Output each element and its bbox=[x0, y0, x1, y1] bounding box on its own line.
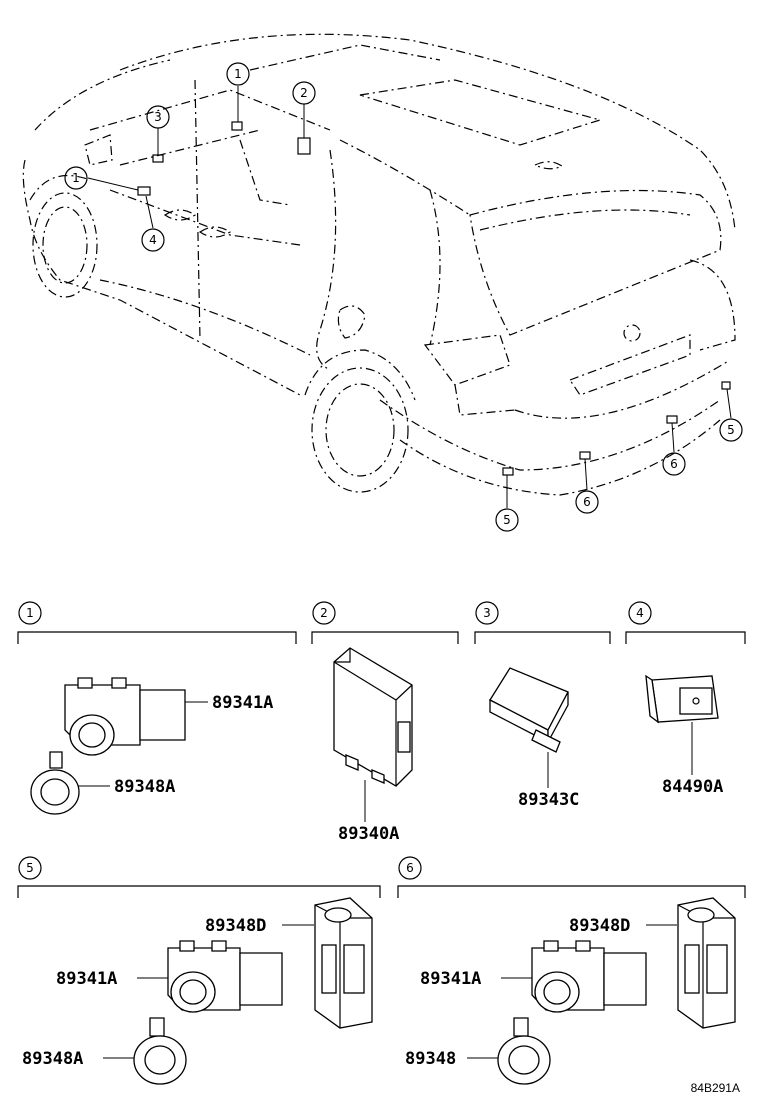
part-number-label[interactable]: 84490A bbox=[662, 777, 723, 797]
vehicle-callout: 2 bbox=[292, 81, 316, 105]
group-bracket bbox=[17, 885, 381, 898]
diagram-code: 84B291A bbox=[691, 1081, 740, 1095]
switch-illustration bbox=[645, 674, 719, 724]
part-number-label[interactable]: 89348 bbox=[405, 1049, 456, 1069]
part-number-label[interactable]: 89348A bbox=[114, 777, 175, 797]
part-number-label[interactable]: 89348D bbox=[205, 916, 266, 936]
group-number: 6 bbox=[406, 861, 414, 875]
ultrasonic-sensor-illustration bbox=[167, 940, 283, 1013]
sensor-retainer-illustration bbox=[497, 1017, 551, 1085]
ultrasonic-sensor-illustration bbox=[64, 677, 186, 756]
group-number: 1 bbox=[26, 606, 34, 620]
part-number-label[interactable]: 89341A bbox=[212, 693, 273, 713]
svg-text:1: 1 bbox=[234, 67, 242, 81]
svg-text:2: 2 bbox=[300, 86, 308, 100]
group-number: 4 bbox=[636, 606, 644, 620]
group-bracket bbox=[625, 631, 746, 644]
sensor-holder-illustration bbox=[677, 897, 736, 1029]
group-1: 1 89341A 89348A bbox=[17, 601, 297, 815]
vehicle-callout: 1 bbox=[226, 62, 250, 86]
group-number: 2 bbox=[320, 606, 328, 620]
svg-text:4: 4 bbox=[149, 233, 157, 247]
part-number-label[interactable]: 89341A bbox=[56, 969, 117, 989]
group-5: 5 89348D 89341A 89348A bbox=[17, 856, 381, 1085]
vehicle-callout: 6 bbox=[662, 452, 686, 476]
svg-text:1: 1 bbox=[72, 171, 80, 185]
control-ecu-illustration bbox=[333, 647, 413, 787]
group-bracket bbox=[311, 631, 459, 644]
svg-text:6: 6 bbox=[670, 457, 678, 471]
vehicle-callout-leaders bbox=[87, 86, 732, 508]
part-number-label[interactable]: 89343C bbox=[518, 790, 579, 810]
vehicle-callout: 6 bbox=[575, 490, 599, 514]
sensor-holder-illustration bbox=[314, 897, 373, 1029]
svg-text:3: 3 bbox=[154, 110, 162, 124]
sensor-module-illustration bbox=[489, 667, 569, 753]
part-number-label[interactable]: 89348D bbox=[569, 916, 630, 936]
ultrasonic-sensor-illustration bbox=[531, 940, 647, 1013]
part-number-label[interactable]: 89340A bbox=[338, 824, 399, 844]
group-number: 5 bbox=[26, 861, 34, 875]
vehicle-callout: 5 bbox=[495, 508, 519, 532]
part-number-label[interactable]: 89341A bbox=[420, 969, 481, 989]
sensor-retainer-illustration bbox=[133, 1017, 187, 1085]
svg-text:6: 6 bbox=[583, 495, 591, 509]
group-bracket bbox=[397, 885, 746, 898]
group-6: 6 89348D 89341A 89348 bbox=[397, 856, 746, 1085]
vehicle-callout: 3 bbox=[146, 105, 170, 129]
sensor-retainer-illustration bbox=[30, 751, 80, 815]
group-bracket bbox=[474, 631, 611, 644]
svg-text:5: 5 bbox=[503, 513, 511, 527]
group-3: 3 89343C bbox=[474, 601, 611, 810]
group-number: 3 bbox=[483, 606, 491, 620]
group-4: 4 84490A bbox=[625, 601, 746, 797]
svg-text:5: 5 bbox=[727, 423, 735, 437]
group-bracket bbox=[17, 631, 297, 644]
vehicle-callouts: 1 2 3 1 4 5 6 6 5 bbox=[64, 62, 743, 532]
vehicle-callout: 5 bbox=[719, 418, 743, 442]
vehicle-outline bbox=[22, 33, 736, 496]
group-2: 2 89340A bbox=[311, 601, 459, 844]
vehicle-callout: 4 bbox=[141, 228, 165, 252]
vehicle-callout: 1 bbox=[64, 166, 88, 190]
part-number-label[interactable]: 89348A bbox=[22, 1049, 83, 1069]
